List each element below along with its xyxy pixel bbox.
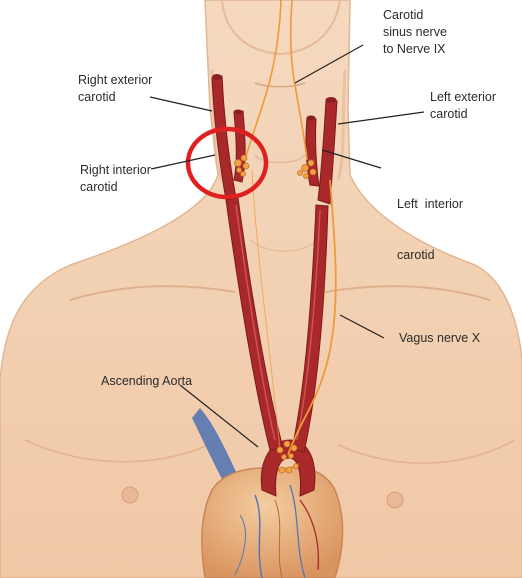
label-left-exterior-carotid: Left exterior carotid [430,89,496,123]
label-carotid-sinus-nerve: Carotid sinus nerve to Nerve IX [383,7,447,58]
label-right-exterior-carotid: Right exterior carotid [78,72,152,106]
label-vagus-nerve: Vagus nerve X [399,330,480,347]
label-right-interior-carotid: Right interior carotid [80,162,151,196]
label-ascending-aorta: Ascending Aorta [101,373,192,390]
label-left-interior-carotid: Left interior carotid [397,162,463,298]
